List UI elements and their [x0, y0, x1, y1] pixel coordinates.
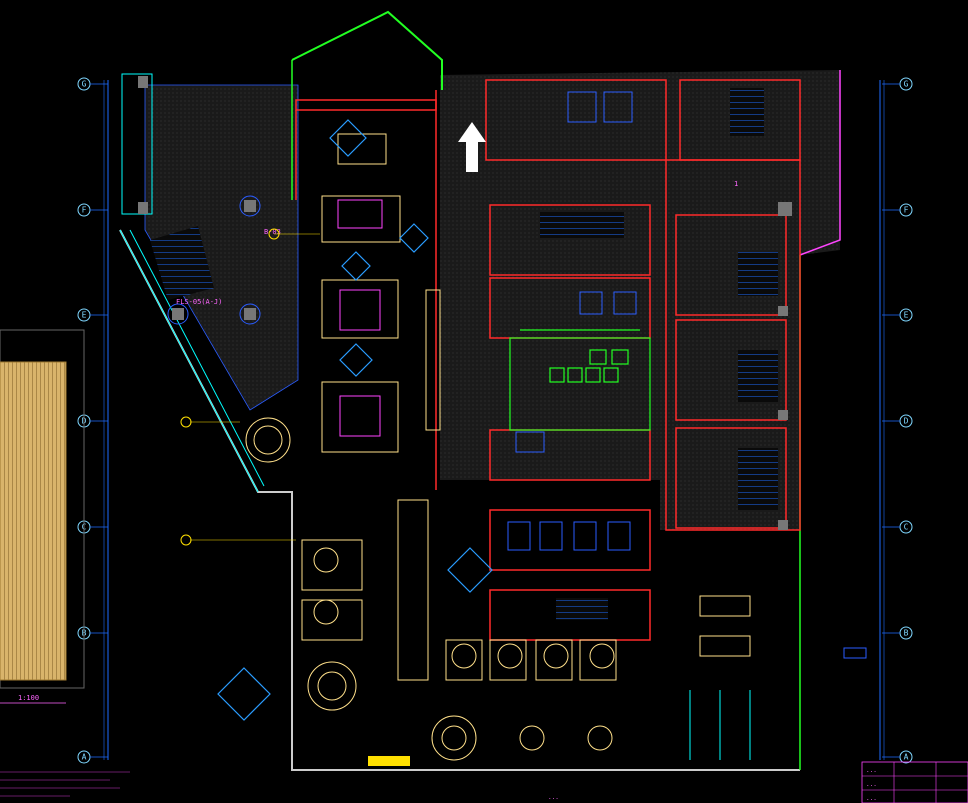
- right-grid-label: C: [904, 523, 909, 532]
- elevation-markers: [217, 119, 493, 721]
- title-row-1: ...: [866, 767, 877, 774]
- scale-caption: 1:100: [18, 694, 39, 702]
- column-markers: [138, 76, 792, 530]
- wood-panel-detail: 1:100: [0, 329, 85, 704]
- title-row-2: ...: [866, 781, 877, 788]
- left-grid-label: G: [82, 80, 87, 89]
- drawing-notes: [0, 771, 130, 797]
- right-grid-label: A: [904, 753, 909, 762]
- dining-tables: [301, 133, 751, 681]
- axis-bubbles: [180, 228, 280, 546]
- stair-tag: 1: [734, 180, 738, 188]
- right-grid-label: F: [904, 206, 909, 215]
- legend-swatch: [843, 647, 867, 659]
- left-grid-label: F: [82, 206, 87, 215]
- right-grid-label: B: [904, 629, 909, 638]
- bottom-yellow-marker: [368, 756, 410, 766]
- stairwells: [150, 88, 778, 620]
- hatched-regions: [144, 70, 840, 530]
- elevator-shafts: [507, 91, 637, 551]
- elevation-tag: B-03: [264, 228, 281, 236]
- title-row-3: ...: [866, 795, 877, 802]
- callout-lines: [190, 233, 320, 541]
- title-block: ... ... ...: [861, 761, 968, 803]
- right-grid-label: E: [904, 311, 909, 320]
- round-tables: [245, 417, 615, 761]
- restroom-block: [509, 329, 651, 431]
- cyan-lines: [119, 73, 751, 760]
- left-grid-label: E: [82, 311, 87, 320]
- drawing-caption: ...: [548, 794, 559, 801]
- north-arrow-icon: [458, 122, 486, 172]
- room-tag: FLS-05(A-J): [176, 298, 222, 306]
- right-grid-label: G: [904, 80, 909, 89]
- right-grid-axis: G F E D C B A: [879, 77, 913, 764]
- right-grid-label: D: [904, 417, 909, 426]
- left-grid-label: A: [82, 753, 87, 762]
